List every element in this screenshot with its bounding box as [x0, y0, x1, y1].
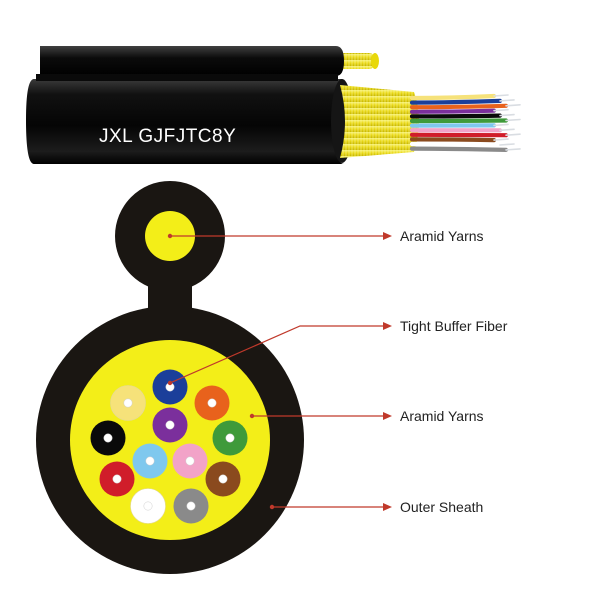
fiber-strand-slate [409, 146, 521, 152]
tight-buffer-fiber-brown [205, 461, 241, 497]
tight-buffer-fiber-orange [194, 385, 230, 421]
callout-label: Aramid Yarns [400, 228, 484, 244]
arrow-icon [383, 232, 392, 240]
messenger-sheath [40, 46, 344, 76]
outer-jacket [26, 79, 344, 164]
fiber-strand-black [409, 113, 515, 119]
fiber-strand-orange [409, 103, 521, 110]
tight-buffer-fiber-bundle [409, 93, 521, 152]
arrow-icon [383, 503, 392, 511]
tight-buffer-fiber-rose [172, 443, 208, 479]
callout-tight-buffer-fiber: Tight Buffer Fiber [167, 318, 508, 386]
tight-buffer-fibers [90, 369, 248, 524]
callout-aramid-yarns-top: Aramid Yarns [167, 228, 484, 244]
callout-label: Outer Sheath [400, 499, 483, 515]
tight-buffer-fiber-slate [173, 488, 209, 524]
fiber-strand-violet [409, 108, 509, 114]
cable-model-label: JXL GJFJTC8Y [99, 126, 236, 147]
callout-outer-sheath: Outer Sheath [269, 499, 483, 515]
fiber-strand-blue [409, 98, 515, 105]
fiber-strand-yellow [409, 93, 509, 101]
fiber-strand-white [409, 141, 515, 148]
tight-buffer-fiber-black [90, 420, 126, 456]
tight-buffer-fiber-yellow [110, 385, 146, 421]
tight-buffer-fiber-red [99, 461, 135, 497]
aramid-yarn-bundle [340, 85, 419, 158]
callout-label: Tight Buffer Fiber [400, 318, 508, 334]
fiber-strand-red [409, 132, 521, 138]
arrow-icon [383, 322, 392, 330]
callout-aramid-yarns-inner: Aramid Yarns [249, 408, 484, 424]
tight-buffer-fiber-aqua [132, 443, 168, 479]
fiber-strand-aqua [409, 123, 509, 128]
callout-label: Aramid Yarns [400, 408, 484, 424]
tight-buffer-fiber-white [130, 488, 166, 524]
tight-buffer-fiber-blue [152, 369, 188, 405]
arrow-icon [383, 412, 392, 420]
tight-buffer-fiber-green [212, 420, 248, 456]
cable-cross-section [36, 181, 304, 574]
fiber-strand-green [409, 118, 521, 124]
cable-side-view: JXL GJFJTC8Y [26, 46, 521, 164]
fiber-strand-brown [409, 137, 509, 143]
tight-buffer-fiber-violet [152, 407, 188, 443]
fiber-strand-rose [409, 128, 515, 133]
